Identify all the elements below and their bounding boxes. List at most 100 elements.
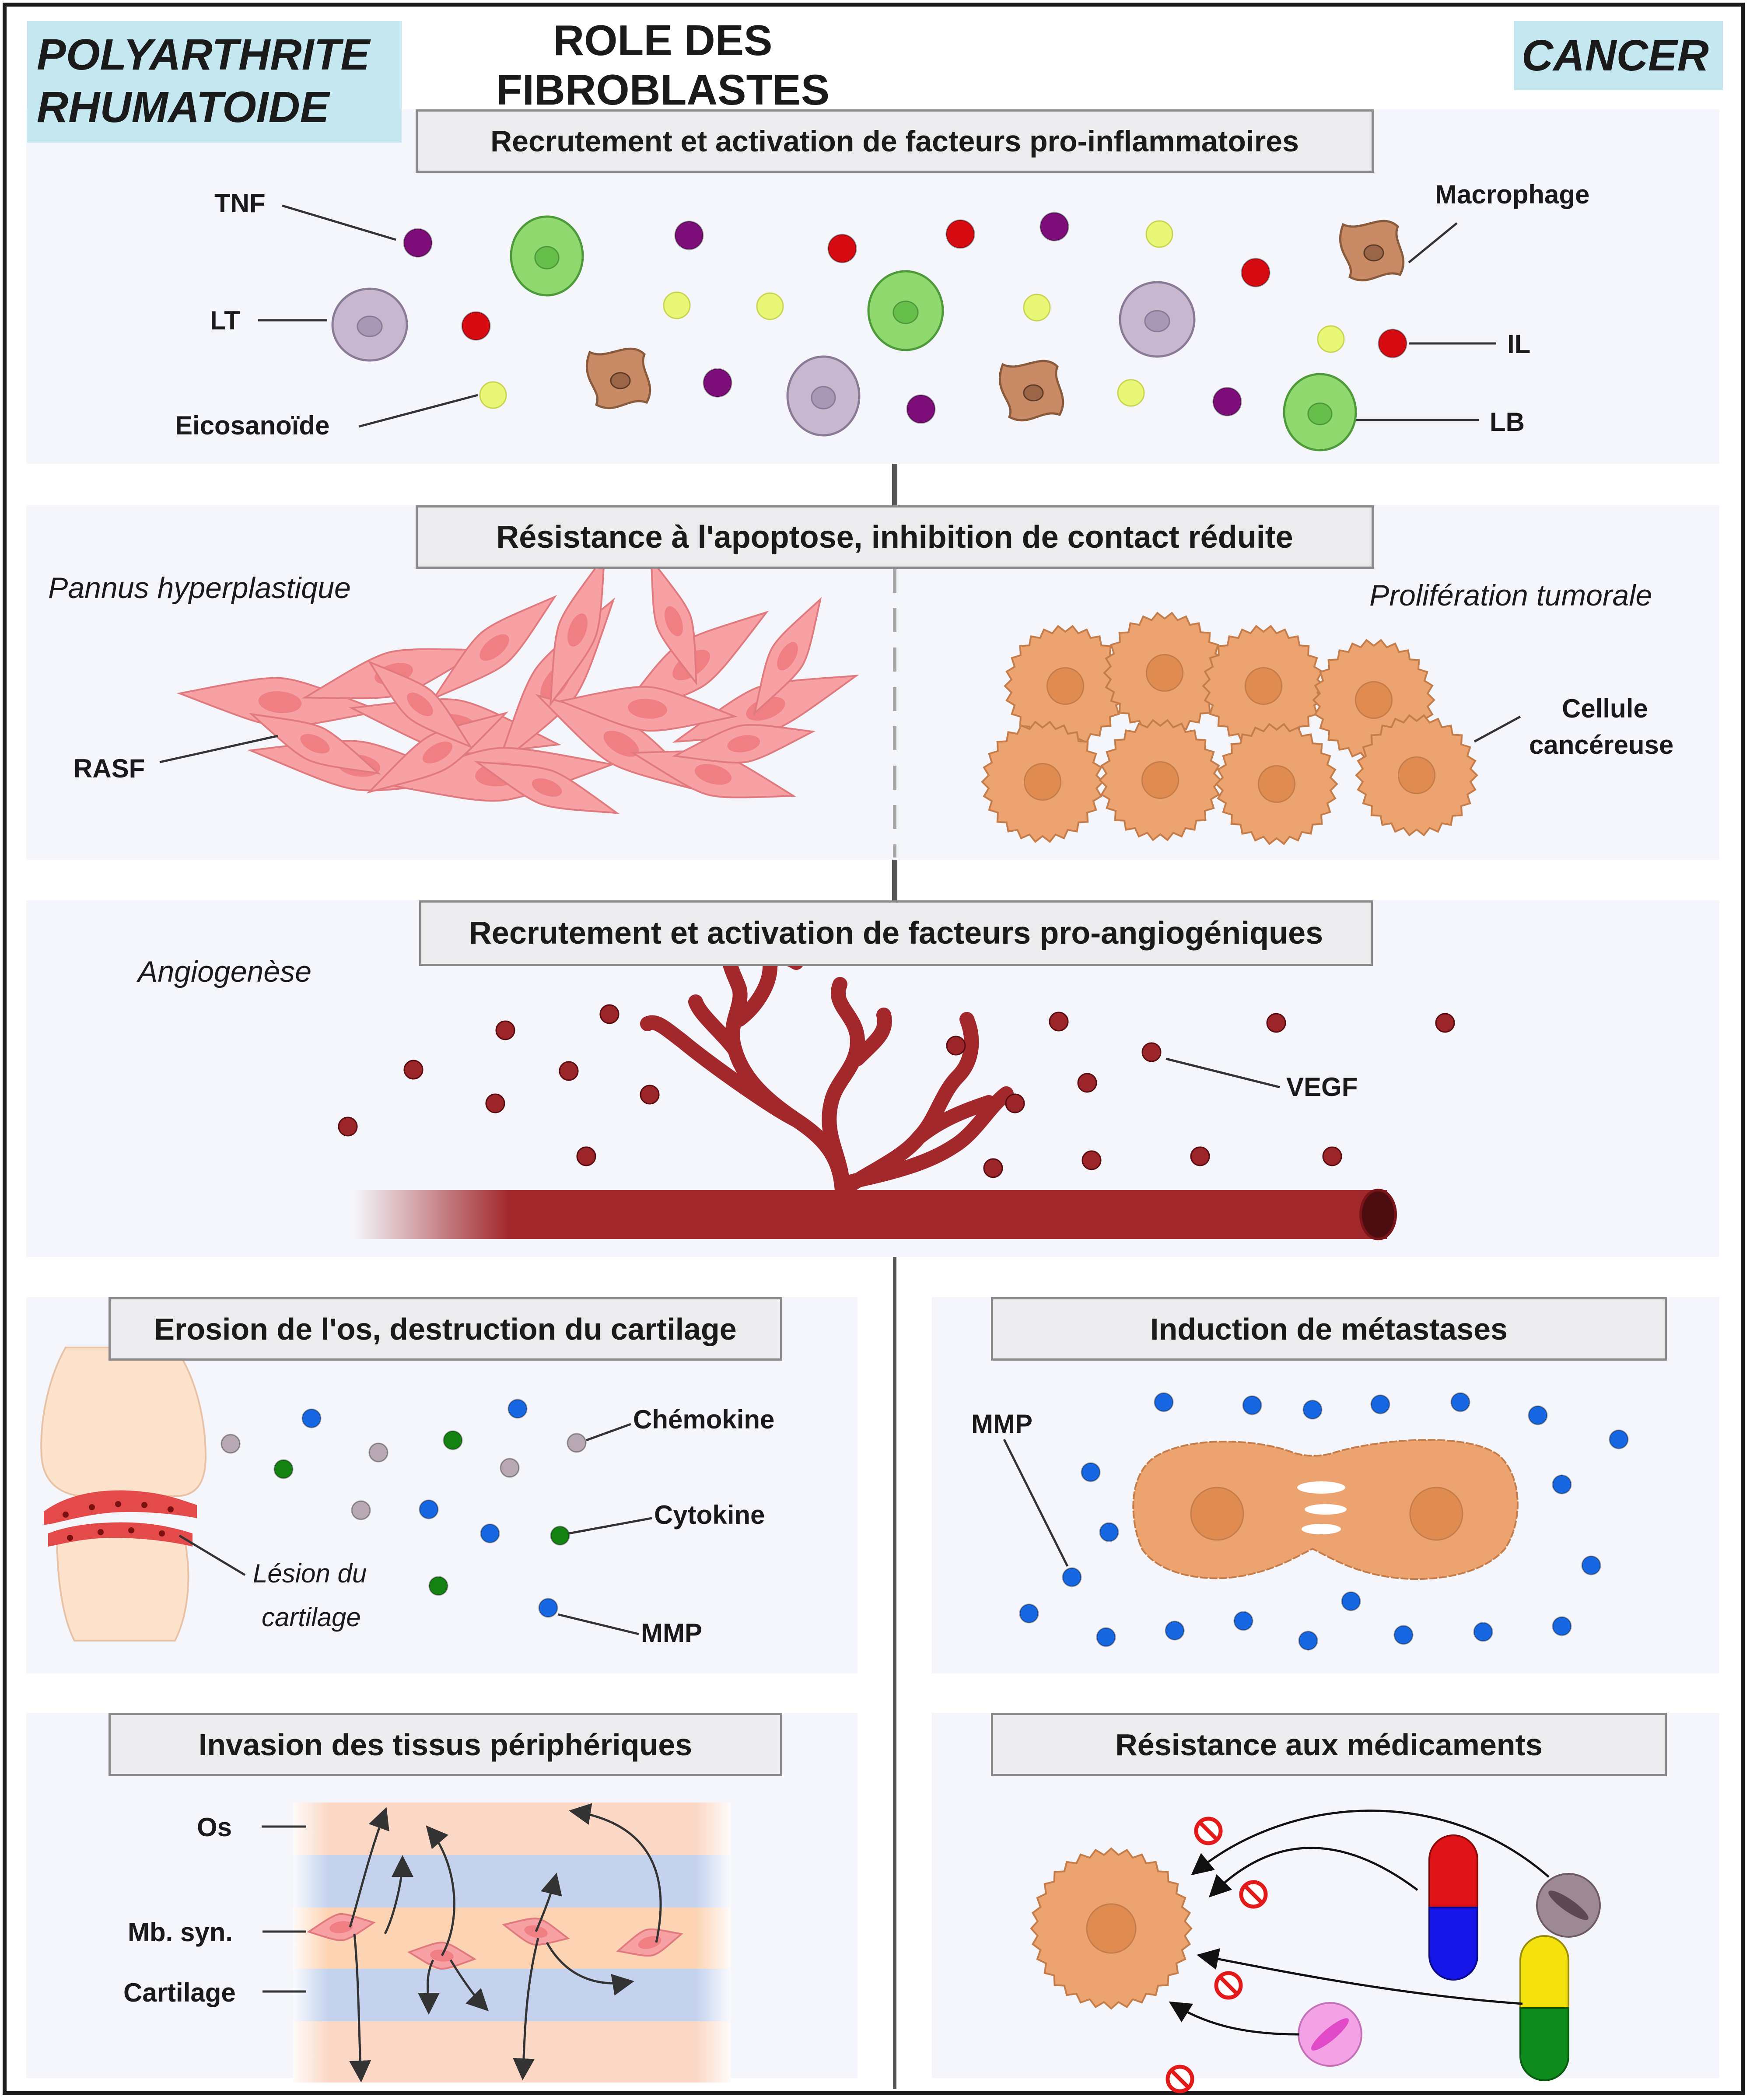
header-inflammation: Recrutement et activation de facteurs pr… xyxy=(416,109,1374,173)
il-particle xyxy=(945,219,975,249)
mmp-particle xyxy=(1062,1567,1082,1587)
mmp-particle xyxy=(1242,1395,1262,1415)
lb-cell xyxy=(1283,373,1357,452)
invasion-arrow xyxy=(513,1938,539,2080)
label-chemokine: Chémokine xyxy=(633,1405,775,1434)
vegf-particles xyxy=(338,1004,1455,1178)
chemokine-particle xyxy=(567,1433,587,1453)
vegf-particle xyxy=(1005,1093,1025,1113)
lb-cell xyxy=(510,215,584,297)
caption-pannus: Pannus hyperplastique xyxy=(48,571,351,605)
rasf-cell xyxy=(474,761,620,814)
vegf-particle xyxy=(1049,1012,1069,1032)
chemokine-particle xyxy=(368,1442,388,1463)
resistant-cancer-cell xyxy=(1030,1847,1193,2010)
rasf-cell xyxy=(650,556,697,686)
metastasis-art xyxy=(1003,1392,1629,1651)
vegf-particle xyxy=(946,1036,966,1056)
joint-illustration xyxy=(40,1347,246,1642)
left-disease-tag: POLYARTHRITE RHUMATOIDE xyxy=(27,21,402,143)
cancer-cell xyxy=(1202,625,1325,747)
mmp-particle xyxy=(1302,1400,1323,1420)
rasf-cell xyxy=(753,597,822,716)
vegf-particle xyxy=(559,1061,579,1081)
label-lt: LT xyxy=(210,306,240,335)
capsule-red-blue xyxy=(1428,1834,1478,1981)
eicosanoide-particle xyxy=(479,381,507,409)
mmp-particle xyxy=(1552,1474,1572,1494)
leader-mmp xyxy=(1003,1438,1069,1567)
vegf-particle xyxy=(1077,1073,1097,1093)
tnf-particle xyxy=(906,394,936,424)
label-cartilage: Cartilage xyxy=(123,1978,236,2007)
right-tag-text: CANCER xyxy=(1522,31,1709,80)
mmp-particle xyxy=(1581,1555,1601,1575)
leader-eicosanoide xyxy=(358,394,478,428)
mmp-particle xyxy=(1528,1405,1548,1425)
label-tnf: TNF xyxy=(214,189,266,218)
leader-tnf xyxy=(282,204,396,241)
mmp-particle xyxy=(1154,1392,1174,1412)
lt-cell xyxy=(331,287,408,362)
tnf-particle xyxy=(1040,212,1069,242)
mmp-particle xyxy=(1165,1620,1185,1641)
header-invasion: Invasion des tissus périphériques xyxy=(108,1713,782,1776)
cancer-cell xyxy=(1215,723,1338,845)
vegf-particle xyxy=(1082,1150,1102,1170)
tablet-grey xyxy=(1536,1873,1601,1938)
inflammation-art xyxy=(258,204,1496,452)
vegf-particle xyxy=(1322,1146,1342,1166)
mmp-particle xyxy=(1081,1462,1101,1482)
vegf-particle xyxy=(599,1004,620,1024)
chemokine-particle xyxy=(500,1458,520,1478)
invasion-arrow xyxy=(546,1942,634,1996)
invasion-arrow xyxy=(384,1855,413,1935)
cytokine-particle xyxy=(273,1459,294,1479)
label-cellule: Cellule xyxy=(1562,694,1648,723)
membrane-cell xyxy=(307,1913,376,1942)
eicosanoide-particle xyxy=(663,291,691,319)
rasf-cell xyxy=(248,713,382,775)
mmp-particle xyxy=(301,1408,322,1428)
invasion-arrow xyxy=(449,1959,489,2012)
invasion-arrow xyxy=(349,1933,371,2082)
drug-arrow xyxy=(1191,1810,1550,1878)
macrophage-cell xyxy=(586,347,651,410)
capsule-yellow-green xyxy=(1519,1935,1569,2081)
invasion-arrow xyxy=(569,1803,662,1943)
leader-mmp xyxy=(557,1613,639,1635)
vegf-particle xyxy=(576,1146,596,1166)
mmp-particle xyxy=(1298,1631,1318,1651)
label-macrophage: Macrophage xyxy=(1435,180,1590,209)
right-disease-tag: CANCER xyxy=(1514,21,1723,90)
mmp-particle xyxy=(1450,1392,1470,1412)
drug-arrow xyxy=(1169,2001,1300,2036)
mmp-particle xyxy=(1096,1627,1116,1647)
eicosanoide-particle xyxy=(1317,325,1345,353)
left-tag-line2: RHUMATOIDE xyxy=(37,83,329,132)
cancer-cell xyxy=(1099,719,1222,841)
label-mmp-erosion: MMP xyxy=(641,1618,702,1648)
vegf-particle xyxy=(495,1020,515,1040)
invasion-cells xyxy=(262,1803,683,2082)
il-particle xyxy=(461,311,491,341)
mmp-particle xyxy=(419,1499,439,1519)
tnf-particle xyxy=(674,220,704,250)
chemokine-particle xyxy=(351,1500,371,1520)
macrophage-cell xyxy=(999,360,1064,422)
membrane-cell xyxy=(616,1928,683,1957)
rasf-cell xyxy=(557,686,738,732)
eicosanoide-particle xyxy=(1023,294,1051,322)
lt-cell xyxy=(1119,281,1196,358)
cytokine-particle xyxy=(428,1576,448,1596)
tablet-pink xyxy=(1298,2002,1362,2067)
rasf-cluster xyxy=(159,553,859,814)
rasf-cell xyxy=(366,711,509,794)
il-particle xyxy=(827,234,857,263)
mmp-particle xyxy=(1473,1622,1493,1642)
cytokine-particle xyxy=(550,1526,570,1546)
drug-resistance-art xyxy=(1030,1810,1601,2093)
leader-cancer-cell xyxy=(1474,715,1521,743)
prohibited-icon xyxy=(1166,2065,1194,2093)
vegf-particle xyxy=(403,1060,424,1080)
